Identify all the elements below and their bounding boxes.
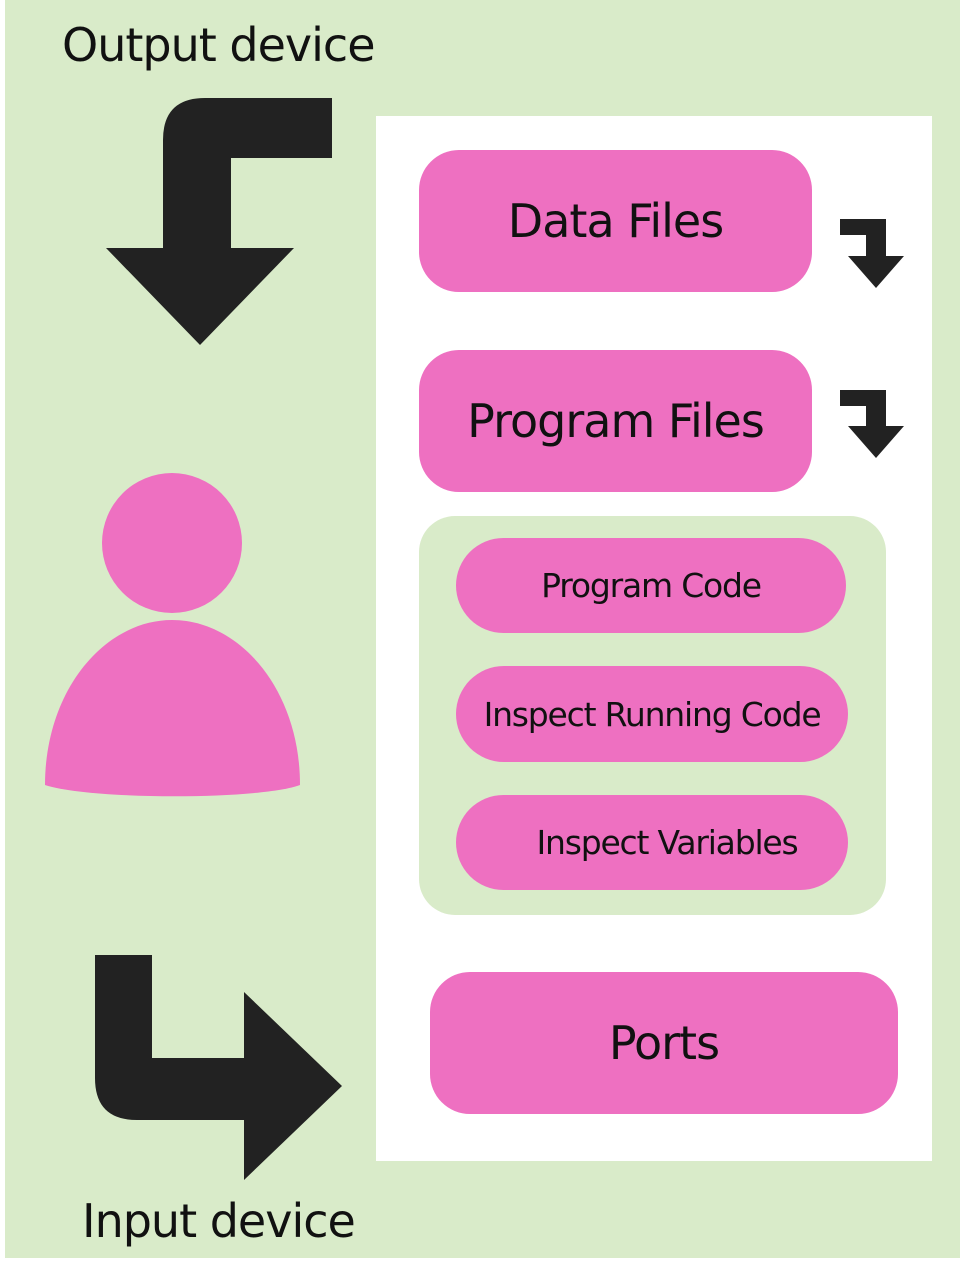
bent-arrow-right-icon	[95, 955, 342, 1180]
program-code-box: Program Code	[456, 538, 846, 633]
ports-box: Ports	[430, 972, 898, 1114]
inspect-variables-box: Inspect Variables	[456, 795, 848, 890]
person-icon	[45, 473, 300, 797]
data-files-box: Data Files	[419, 150, 812, 292]
input-device-label: Input device	[82, 1194, 356, 1248]
program-files-box: Program Files	[419, 350, 812, 492]
turn-down-arrow-icon	[840, 219, 904, 288]
inspect-running-code-box: Inspect Running Code	[456, 666, 848, 762]
output-device-label: Output device	[62, 18, 376, 72]
turn-down-arrow-icon	[840, 390, 904, 458]
bent-arrow-down-icon	[106, 98, 332, 345]
